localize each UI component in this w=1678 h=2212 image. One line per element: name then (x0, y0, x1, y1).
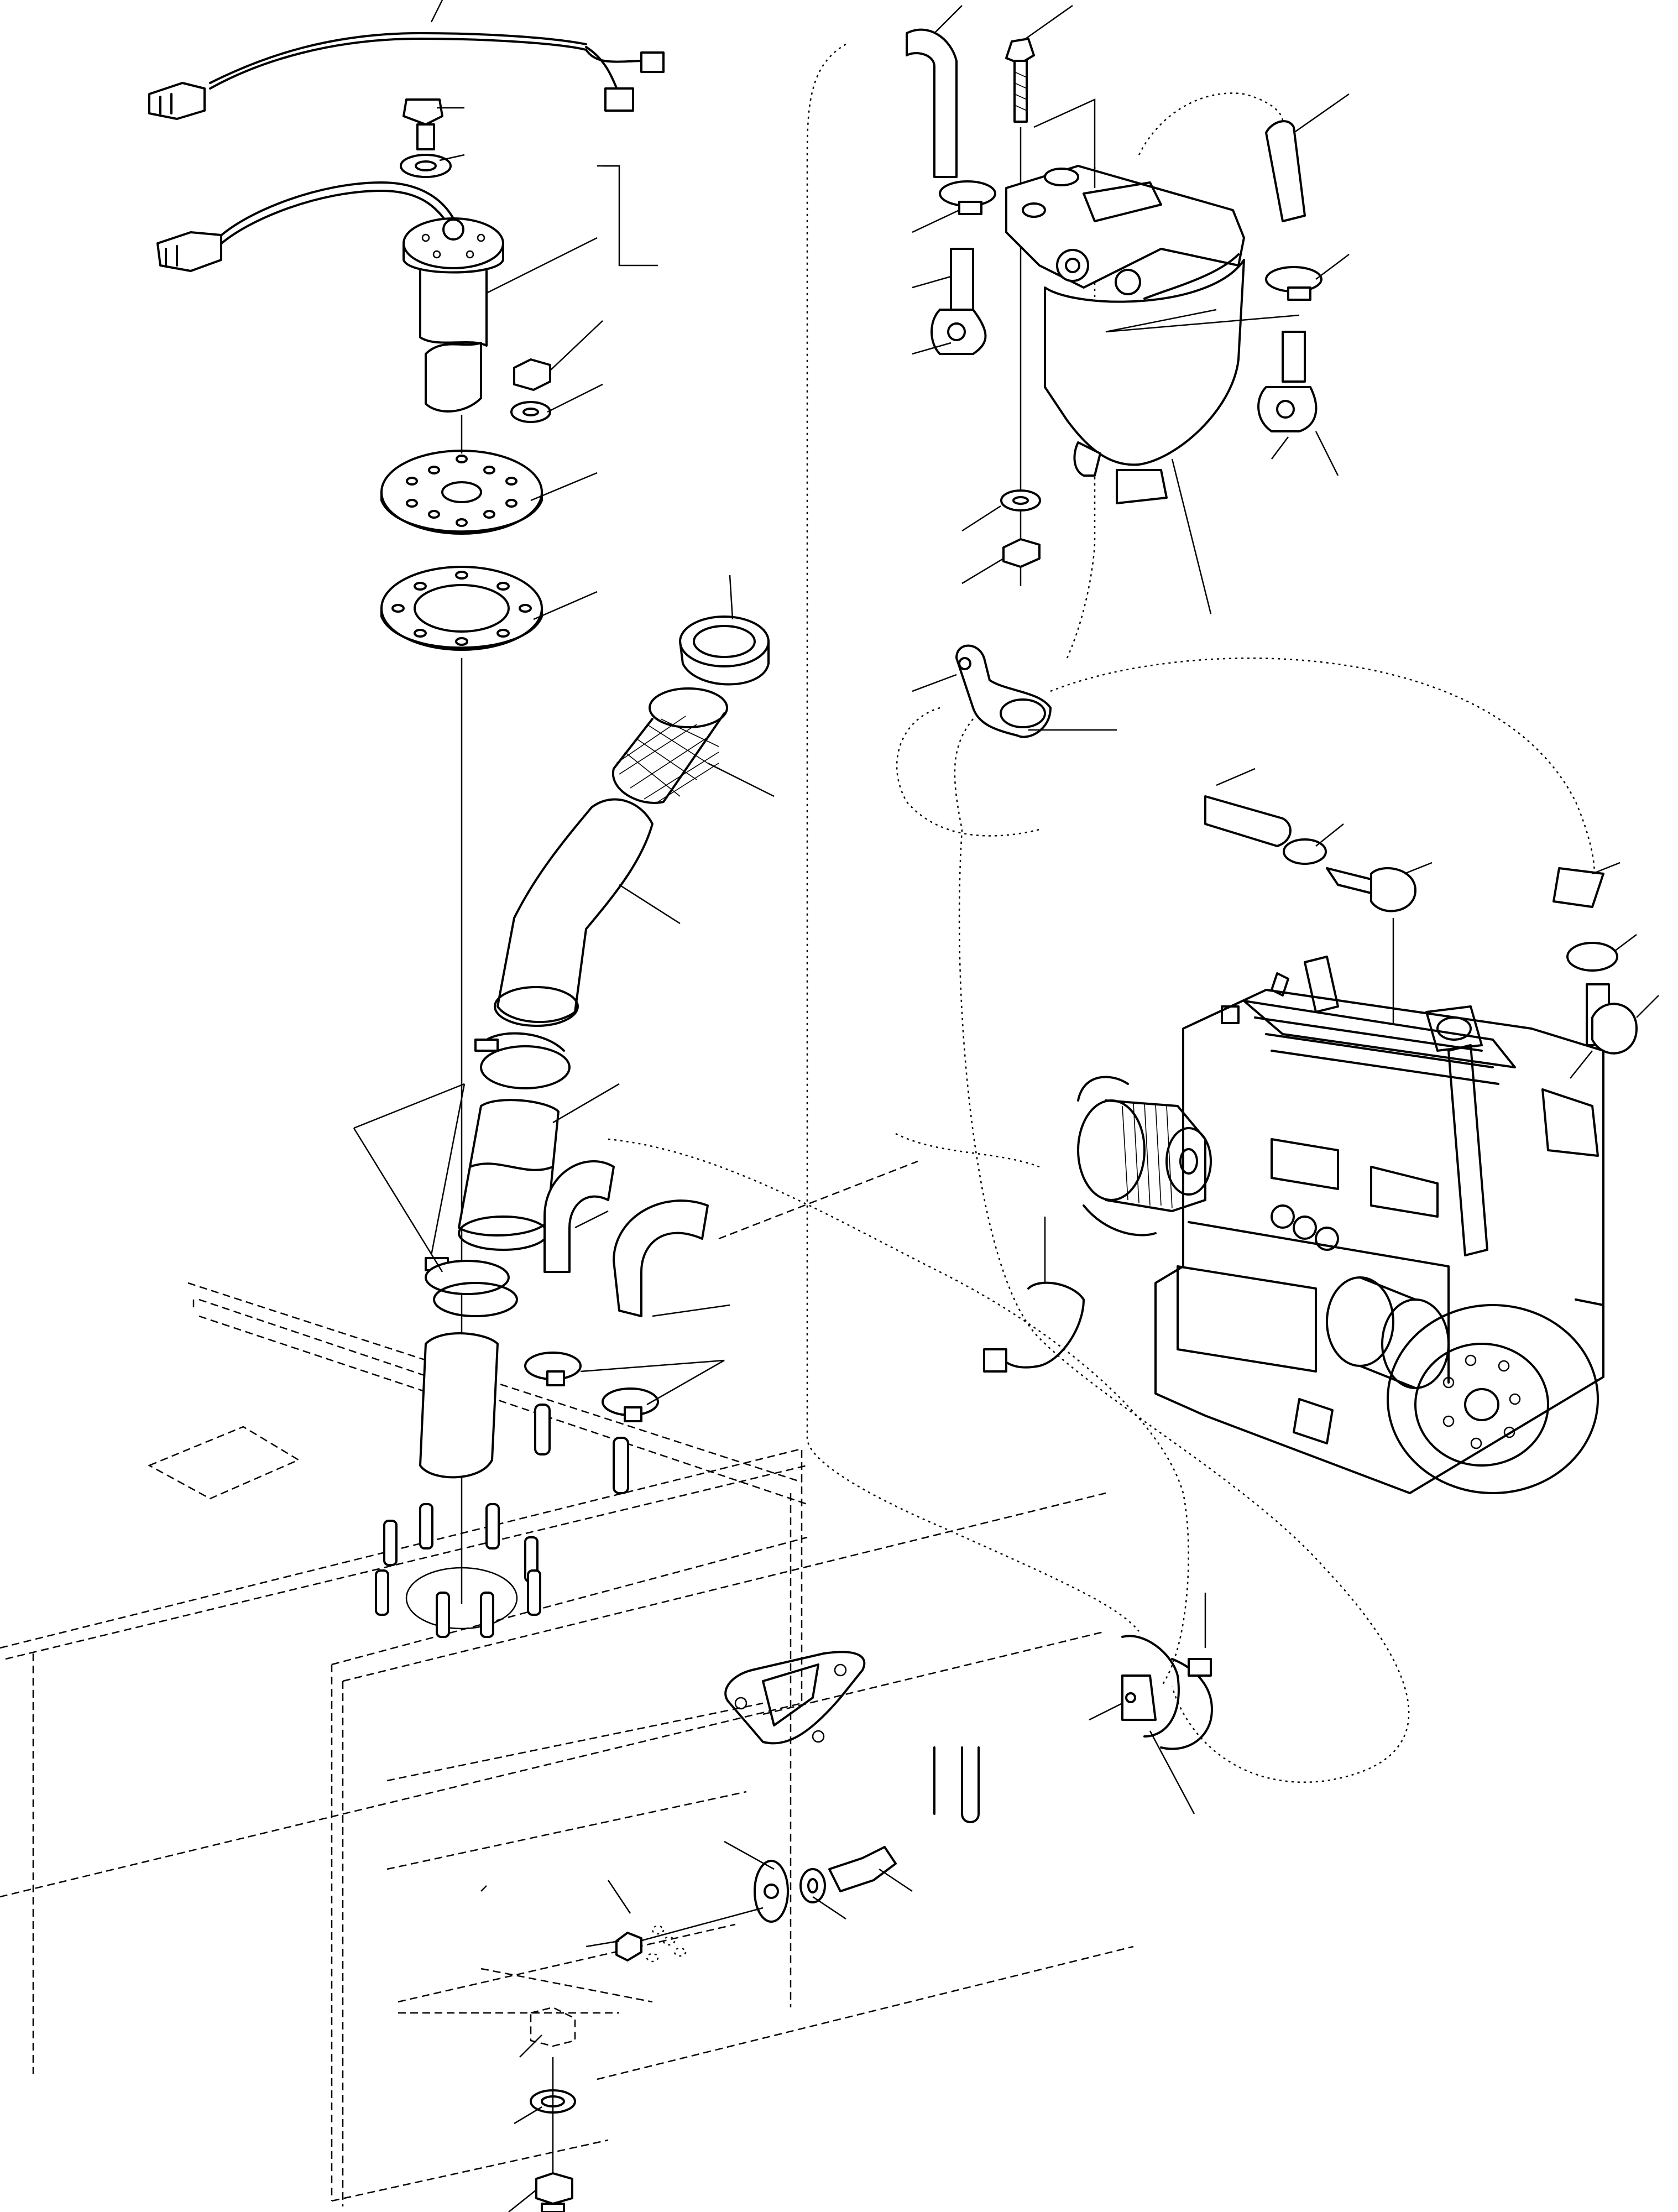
filler-neck (458, 1099, 560, 1237)
tank-fuel-pipes (524, 1160, 730, 1494)
harness-connector-lower (604, 87, 634, 112)
engine-valve-cover (1243, 1000, 1516, 1068)
drain-plug (535, 2172, 573, 2205)
fuel-tank (0, 1160, 1134, 2206)
fuel-filter-drain (1116, 469, 1168, 504)
pump-banjo-fitting (1370, 867, 1416, 912)
gauge-flange (754, 1860, 789, 1923)
harness-connector-right (640, 51, 665, 73)
tank-mounting-plate (724, 1651, 866, 1745)
fuel-level-sender-unit (156, 98, 658, 1604)
strainer-mesh (611, 687, 775, 804)
filter-mount-washer (1000, 489, 1041, 512)
sender-flange (402, 217, 504, 269)
filter-mount-nut (1002, 538, 1041, 568)
sender-bolt (402, 98, 443, 126)
leader-lines (480, 1885, 620, 1948)
engine (1077, 956, 1604, 1494)
hose-clips (724, 1217, 1213, 1823)
filler-hose-lower (419, 1332, 499, 1479)
engine-flywheel-housing (1387, 1304, 1599, 1494)
fuel-line-routing (608, 28, 1595, 1783)
pump-feed-clamp (1283, 838, 1327, 865)
filler-assembly (353, 575, 775, 1479)
filler-hose-clamp-lower (425, 1260, 510, 1295)
fuel-filter (912, 4, 1350, 614)
return-hose (543, 1160, 615, 1273)
filter-inlet-hose (906, 28, 958, 178)
fuel-filter-bowl (1044, 259, 1245, 466)
return-line-hose (1552, 867, 1604, 908)
return-line-clamp (1566, 942, 1618, 972)
gauge-bolt (828, 1846, 897, 1892)
engine-lifting-eye (1304, 956, 1339, 1013)
harness-plug-left (148, 82, 206, 120)
sender-wiring-harness (148, 0, 665, 120)
tank-gauge-fittings (607, 1840, 913, 1963)
return-banjo-fitting (1591, 1003, 1638, 1055)
fuel-line-bracket-clip (912, 644, 1117, 738)
filler-hose-clamp-upper (480, 1045, 571, 1089)
drain-plug-assembly (398, 2006, 619, 2212)
gauge-washer (799, 1868, 826, 1903)
pump-feed-hose (1204, 795, 1292, 847)
pump-feed-fittings (1204, 768, 1433, 1023)
bracket-block (1121, 1674, 1157, 1721)
sender-nut-washer (510, 401, 551, 423)
suction-hose (613, 1199, 709, 1317)
return-fittings (1552, 862, 1659, 1079)
sender-nut (513, 358, 551, 391)
inlet-banjo-fitting (931, 309, 987, 355)
sender-washer (400, 154, 452, 178)
outlet-banjo-fitting (1257, 386, 1318, 432)
gauge-nut (615, 1932, 642, 1961)
tank-studs (375, 1503, 541, 1638)
